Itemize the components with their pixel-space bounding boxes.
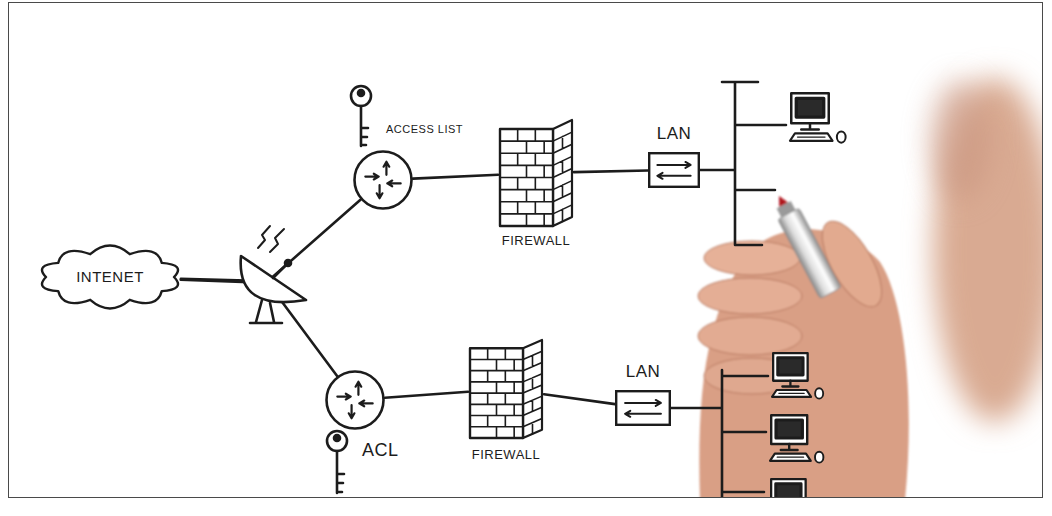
computer-icon [772,353,823,398]
node-label: LAN [657,124,692,144]
node-label: ACCESS LIST [386,123,463,136]
router-arrow [365,174,378,180]
image-frame [9,3,1043,498]
signal-zigzag [258,226,270,248]
router-arrow [387,181,400,187]
router-arrow [377,185,383,198]
router-arrow [337,394,350,400]
dish-stand [250,300,282,323]
key-icon [351,86,371,146]
key-ring [351,86,371,106]
lan-switch: LAN [615,390,671,426]
network-sketch [241,82,846,497]
photo-figure [698,78,1042,497]
satellite-dish [241,226,306,323]
node-label: FIREWALL [472,448,541,463]
router-node: ACCESS LIST [353,150,413,210]
key-hole [358,90,364,96]
switch-arrow [657,162,690,168]
dish-feed [273,265,286,278]
router-arrow [349,405,355,418]
internet-cloud: INTENET [39,246,181,308]
router-node-outline [325,370,385,430]
hand-finger [698,317,802,355]
network-link [544,394,615,404]
router-node-outline [353,150,413,210]
switch-box [649,153,699,187]
router-arrow [356,382,362,395]
router-circle [327,372,384,429]
switch-box [616,391,670,425]
router-arrow [384,162,390,175]
lan-bus-wire [671,370,768,497]
network-link [574,171,648,173]
key-shaft [361,106,368,146]
firewall-wall-outline [498,118,574,228]
hand-finger [698,278,802,314]
computer-icon [770,415,823,462]
hand-thumb [811,212,894,315]
switch-arrow [657,173,690,179]
switch-arrow [625,400,661,406]
router-circle [355,152,412,209]
dish-feed-tip [285,260,291,266]
lan-switch-outline [615,390,671,426]
firewall-wall: FIREWALL [498,118,574,228]
blurred-cheek [930,80,990,200]
node-label: ACL [362,440,399,461]
lan-switch: LAN [648,152,700,188]
key-hole [334,435,340,441]
wall-bricks [470,348,542,438]
network-link [385,392,468,398]
computer-icon [790,93,846,142]
router-arrow [359,401,372,407]
network-link [181,200,361,281]
node-label: LAN [626,362,661,382]
computer-icon [770,479,821,497]
node-label: FIREWALL [502,234,571,249]
switch-arrow [625,411,661,417]
router-node: ACL [325,370,385,430]
firewall-wall-outline [468,338,544,440]
dish-bowl [241,256,306,302]
key-shaft [337,451,344,493]
lan-bus-wire [700,82,786,245]
firewall-wall: FIREWALL [468,338,544,440]
node-label: INTENET [76,268,144,285]
signal-zigzag [270,229,284,252]
wall-bricks [500,129,572,226]
hand-drawing [698,190,909,497]
lan-switch-outline [648,152,700,188]
cloud-outline [42,246,178,309]
key-icon [327,431,347,493]
network-link [413,175,498,179]
key-ring [327,431,347,451]
